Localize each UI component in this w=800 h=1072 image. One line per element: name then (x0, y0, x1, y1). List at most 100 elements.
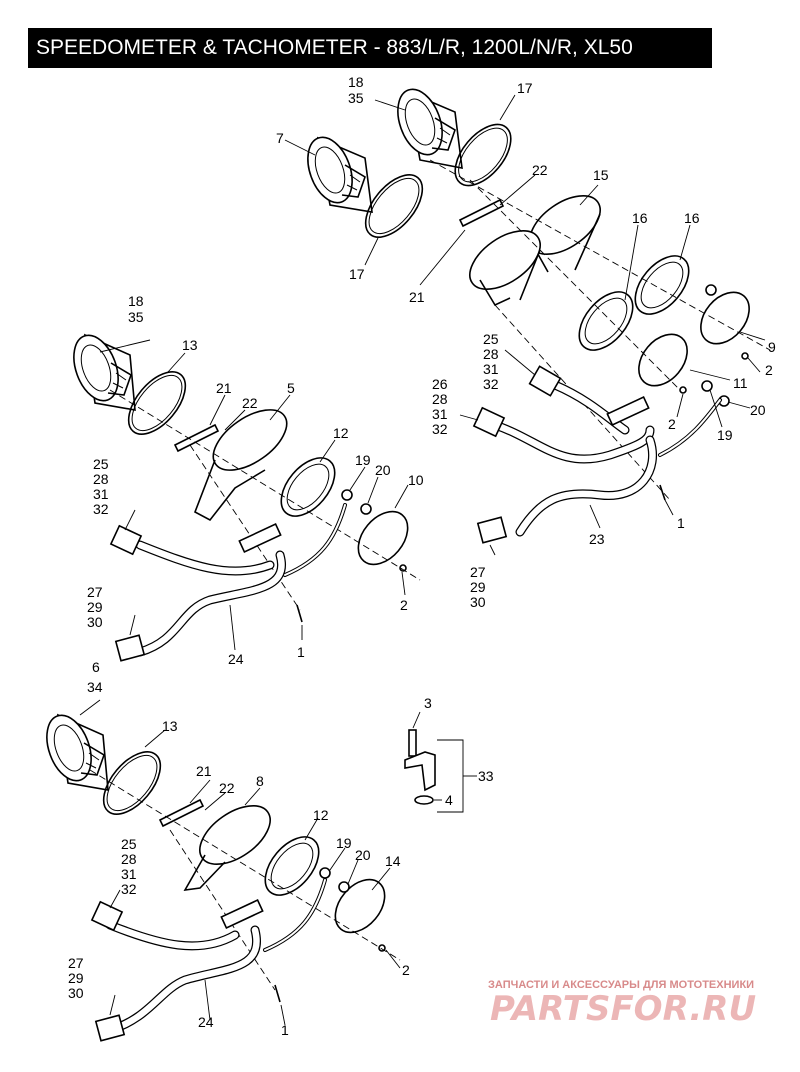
wire-harness-24-bottom (90, 878, 327, 1042)
housing-15 (469, 195, 601, 307)
callout-top-31b: 31 (432, 406, 448, 422)
callout-top-2a: 2 (765, 362, 773, 378)
callout-top-30: 30 (470, 594, 486, 610)
seal-ring-13-bottom (102, 751, 162, 815)
callout-mid-30: 30 (87, 614, 103, 630)
callout-sensor-33: 33 (478, 768, 494, 784)
callout-mid-1: 1 (297, 644, 305, 660)
leader-lines (79, 94, 766, 1026)
callout-mid-21: 21 (216, 380, 232, 396)
callout-mid-10: 10 (408, 472, 424, 488)
callout-top-1: 1 (677, 515, 685, 531)
callout-bot-31: 31 (121, 866, 137, 882)
gauge-18-35 (397, 88, 463, 169)
seal-ring-17a (454, 123, 512, 187)
callout-top-31: 31 (483, 361, 499, 377)
callout-bot-19: 19 (336, 835, 352, 851)
callout-bot-12: 12 (313, 807, 329, 823)
callout-sensor-3: 3 (424, 695, 432, 711)
housing-8 (183, 805, 271, 892)
callout-mid-28: 28 (93, 471, 109, 487)
bottom-assembly (46, 713, 401, 1042)
callout-bot-21: 21 (196, 763, 212, 779)
callout-top-21: 21 (409, 289, 425, 305)
callout-top-25: 25 (483, 331, 499, 347)
callout-top-11: 11 (733, 375, 748, 391)
callout-top-22: 22 (532, 162, 548, 178)
callout-bot-34: 34 (87, 679, 103, 695)
callout-sensor-4: 4 (445, 792, 453, 808)
watermark-logo-text: PARTSFOR.RU (490, 989, 756, 1029)
callout-mid-19: 19 (355, 452, 371, 468)
bezel-12-bottom (264, 836, 320, 896)
callout-bot-20: 20 (355, 847, 371, 863)
callout-top-32b: 32 (432, 421, 448, 437)
bezel-16b (634, 255, 690, 315)
callout-top-32: 32 (483, 376, 499, 392)
gauge-6-34 (46, 713, 109, 791)
callout-bot-32: 32 (121, 881, 137, 897)
callout-top-7: 7 (276, 130, 284, 146)
callout-top-20: 20 (750, 402, 766, 418)
bracket-21-middle (173, 423, 220, 453)
callout-bot-13: 13 (162, 718, 178, 734)
callout-mid-27: 27 (87, 584, 103, 600)
cover-plate-10 (357, 510, 409, 566)
callout-top-28: 28 (483, 346, 499, 362)
top-assembly (307, 88, 771, 544)
callout-labels: 18 35 17 7 17 22 15 21 16 16 9 2 11 2 20… (68, 74, 776, 1038)
cover-plate-11 (638, 333, 688, 387)
cover-plate-9 (700, 291, 750, 345)
callout-top-35: 35 (348, 90, 364, 106)
callout-bot-22: 22 (219, 780, 235, 796)
middle-assembly (73, 333, 421, 662)
watermark: ЗАПЧАСТИ И АКСЕССУАРЫ ДЛЯ МОТОТЕХНИКИ PA… (488, 979, 756, 1029)
callout-top-9: 9 (768, 339, 776, 355)
cover-plate-14 (334, 878, 386, 934)
callout-bot-27: 27 (68, 955, 84, 971)
callout-bot-30: 30 (68, 985, 84, 1001)
callout-mid-13: 13 (182, 337, 198, 353)
callout-mid-25: 25 (93, 456, 109, 472)
callout-bot-8: 8 (256, 773, 264, 789)
callout-mid-29: 29 (87, 599, 103, 615)
wire-harness-23 (472, 365, 722, 544)
callout-top-17a: 17 (517, 80, 533, 96)
callout-top-16b: 16 (684, 210, 700, 226)
callout-top-27: 27 (470, 564, 486, 580)
callout-mid-35: 35 (128, 309, 144, 325)
callout-mid-2: 2 (400, 597, 408, 613)
gauge-7 (307, 136, 373, 213)
callout-mid-22: 22 (242, 395, 258, 411)
callout-top-28b: 28 (432, 391, 448, 407)
callout-mid-20: 20 (375, 462, 391, 478)
callout-bot-25: 25 (121, 836, 137, 852)
callout-top-19: 19 (717, 427, 733, 443)
speed-sensor-assembly (404, 711, 477, 813)
callout-bot-2: 2 (402, 962, 410, 978)
housing-5 (193, 409, 288, 522)
bracket-21-bottom (158, 798, 205, 828)
callout-top-17b: 17 (349, 266, 365, 282)
callout-top-18: 18 (348, 74, 364, 90)
callout-bot-14: 14 (385, 853, 401, 869)
callout-mid-12: 12 (333, 425, 349, 441)
wire-harness-24-middle (109, 503, 347, 662)
callout-bot-1: 1 (281, 1022, 289, 1038)
callout-top-2b: 2 (668, 416, 676, 432)
bezel-12-middle (280, 457, 336, 517)
callout-mid-5: 5 (287, 380, 295, 396)
callout-bot-28: 28 (121, 851, 137, 867)
callout-bot-6: 6 (92, 659, 100, 675)
gauge-18-35-middle (73, 333, 136, 411)
callout-bot-24: 24 (198, 1014, 214, 1030)
callout-top-15: 15 (593, 167, 609, 183)
callout-mid-31: 31 (93, 486, 109, 502)
callout-top-29: 29 (470, 579, 486, 595)
callout-bot-29: 29 (68, 970, 84, 986)
callout-mid-18: 18 (128, 293, 144, 309)
watermark-tagline: ЗАПЧАСТИ И АКСЕССУАРЫ ДЛЯ МОТОТЕХНИКИ (488, 979, 754, 991)
bracket-22-top (458, 198, 505, 228)
